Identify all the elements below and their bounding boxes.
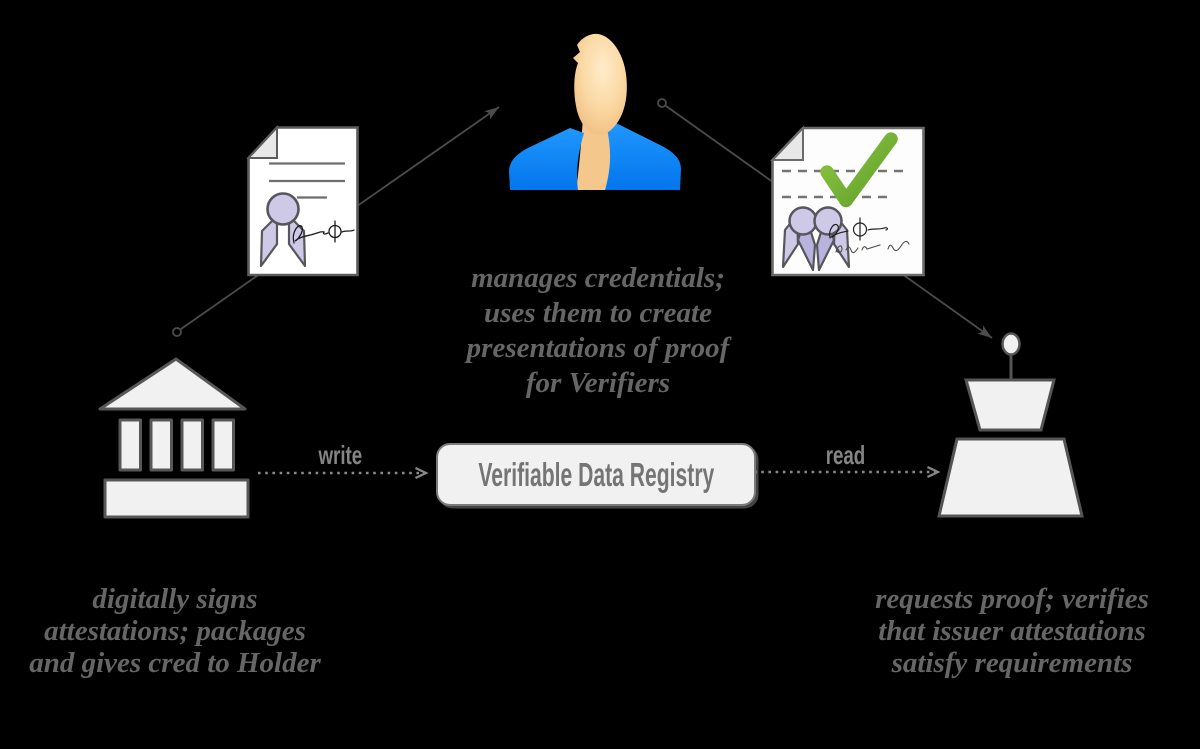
caption-line: that issuer attestations	[878, 615, 1146, 647]
caption-line: requests proof; verifies	[875, 583, 1149, 615]
signature-scribble	[292, 220, 355, 244]
holder-person-icon	[509, 33, 681, 190]
bank-column	[149, 418, 173, 472]
caption-line: manages credentials;	[471, 262, 725, 294]
verifier-caption: requests proof; verifies that issuer att…	[847, 583, 1177, 679]
registry-label: Verifiable Data Registry	[478, 455, 714, 493]
person-shoulder-right	[605, 123, 681, 190]
caption-line: digitally signs	[92, 583, 258, 615]
caption-line: attestations; packages	[44, 615, 306, 647]
connector-start-dot	[657, 98, 667, 108]
bank-pediment	[98, 357, 247, 411]
write-label-text: write	[318, 440, 362, 470]
double-ribbon-seal-icon	[781, 206, 851, 272]
bank-column	[180, 418, 204, 472]
checkmark-icon	[820, 132, 898, 208]
caption-line: uses them to create	[484, 297, 712, 329]
person-head	[573, 33, 627, 135]
caption-line: presentations of proof	[466, 332, 730, 364]
fold-corner	[246, 124, 278, 159]
bank-base	[103, 478, 250, 519]
verifiable-data-registry-box: Verifiable Data Registry	[436, 443, 756, 506]
signature-scribble	[829, 217, 889, 241]
caption-line: satisfy requirements	[891, 647, 1133, 679]
connector-start-dot	[172, 327, 182, 337]
holder-caption: manages credentials; uses them to create…	[433, 261, 763, 401]
bank-column	[118, 418, 142, 472]
credential-document-icon	[246, 124, 359, 277]
bank-column	[211, 418, 235, 472]
read-label: read	[790, 440, 900, 471]
podium-head	[1001, 332, 1021, 356]
fold-corner	[770, 125, 804, 161]
issuer-bank-icon	[98, 357, 250, 519]
person-shoulder-left	[509, 128, 584, 190]
verified-credential-document-icon	[770, 125, 925, 277]
handwritten-name-scribble	[835, 240, 910, 254]
read-label-text: read	[825, 440, 865, 470]
caption-line: for Verifiers	[525, 367, 671, 399]
issuer-caption: digitally signs attestations; packages a…	[10, 583, 340, 679]
caption-line: and gives cred to Holder	[29, 647, 321, 679]
write-label: write	[285, 440, 395, 471]
podium-top	[964, 378, 1056, 432]
document-text-lines	[269, 162, 345, 199]
verifier-podium-icon	[937, 332, 1084, 518]
podium-base	[937, 437, 1084, 518]
